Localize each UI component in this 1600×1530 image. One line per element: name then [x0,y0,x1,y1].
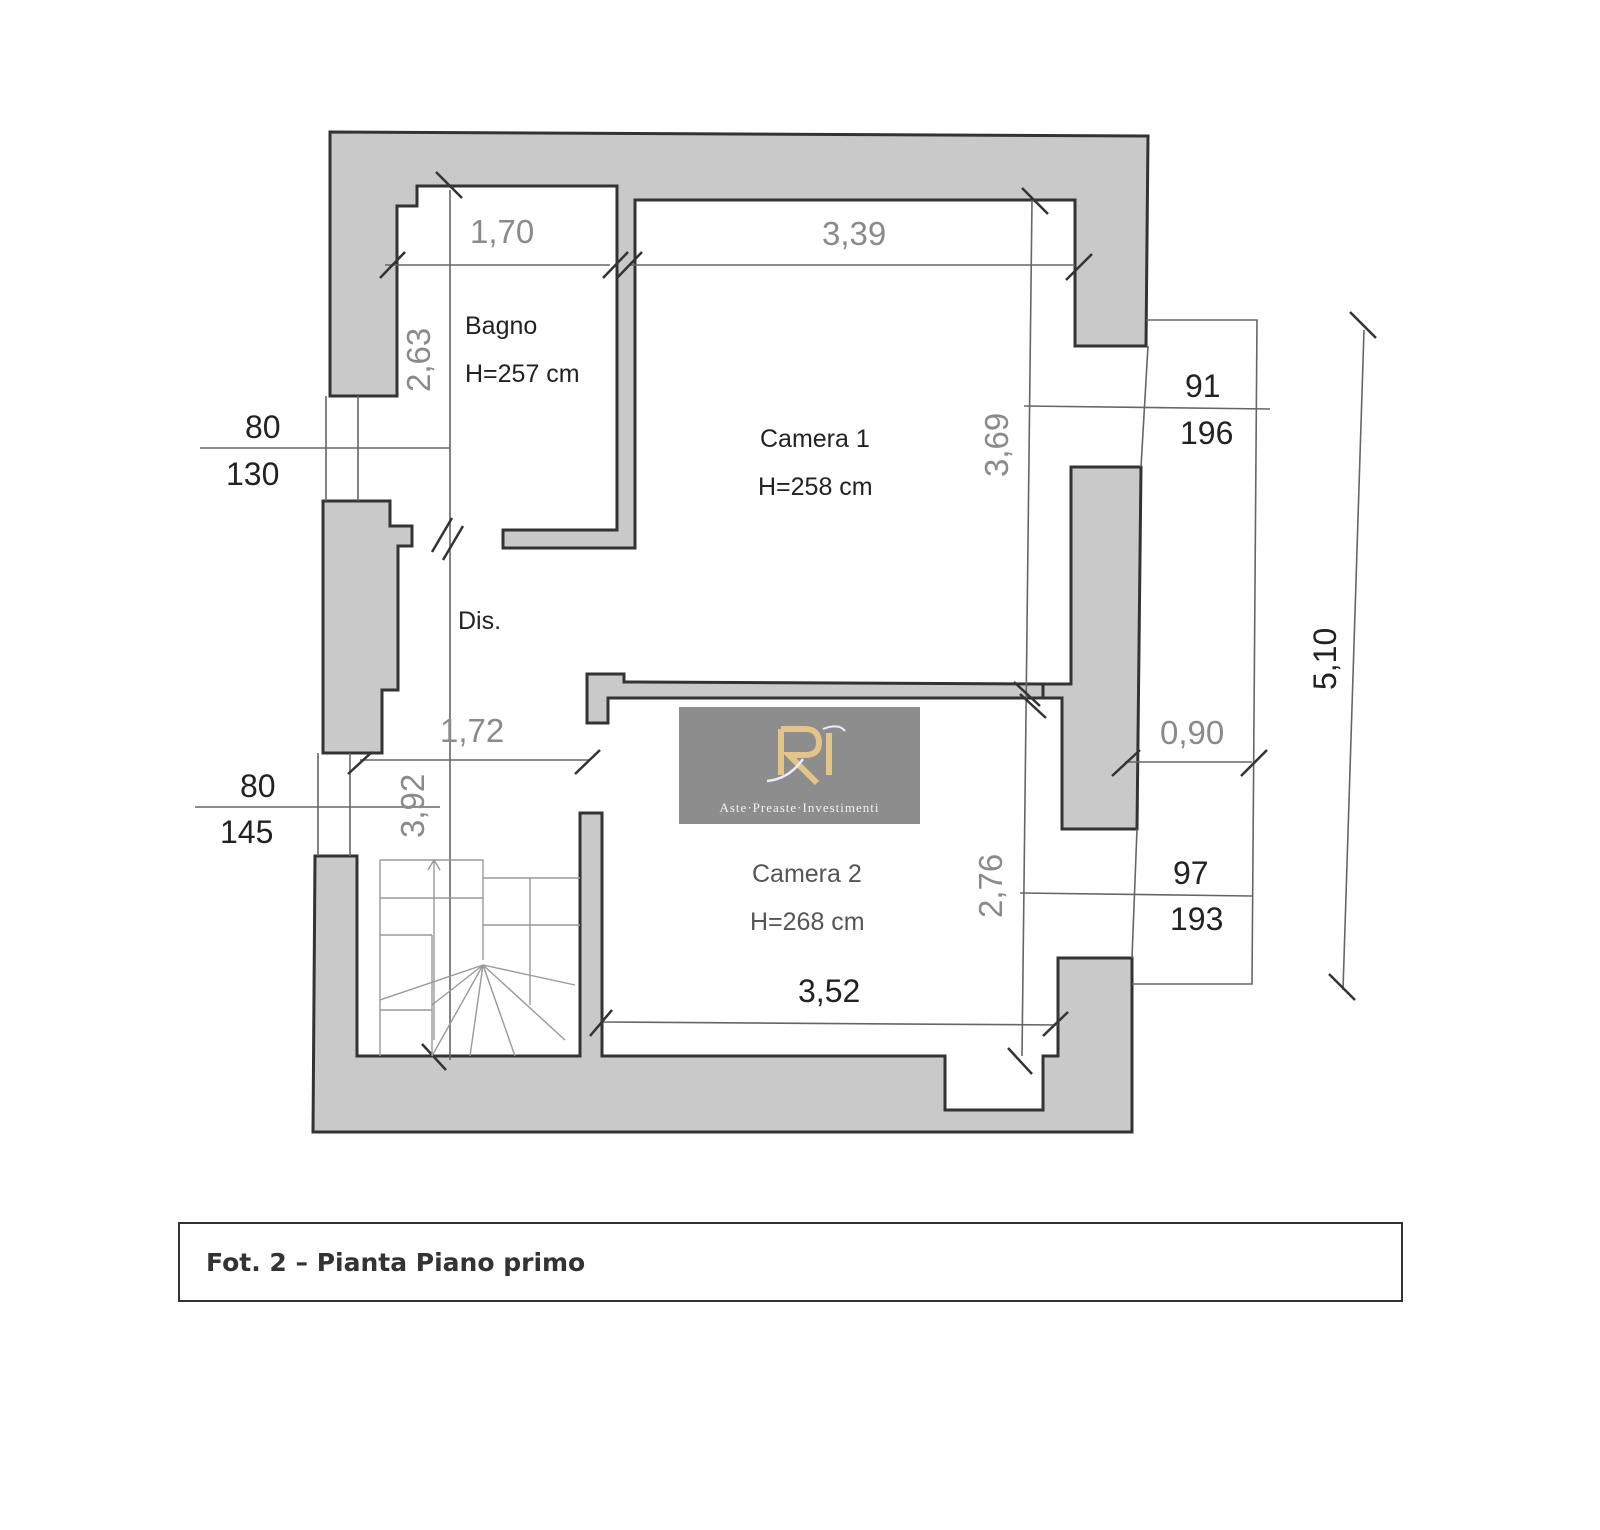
bagno-depth-label: 2,63 [400,328,437,392]
balcony-width-label: 0,90 [1160,714,1224,751]
window-left-top-height: 130 [226,456,279,492]
camera1-width-label: 3,39 [822,215,886,252]
watermark-text: Aste·Preaste·Investimenti [719,800,880,815]
dis-depth-label: 3,92 [394,774,431,838]
camera1-depth-label: 3,69 [978,413,1015,477]
window-right-bottom-height: 193 [1170,901,1223,937]
camera2-label: Camera 2 [752,860,862,888]
window-outlines [317,319,1258,985]
dis-width-label: 1,72 [440,712,504,749]
dimension-lines [195,190,1365,1060]
window-left-bottom-width: 80 [240,768,276,804]
walls [311,130,1150,1134]
bagno-width-label: 1,70 [470,213,534,250]
caption-text: Fot. 2 – Pianta Piano primo [206,1247,586,1277]
dimension-ticks [347,171,1377,1075]
bagno-height: H=257 cm [465,360,580,388]
measurement-labels: 1,70 3,39 2,63 3,69 1,72 3,92 2,76 3,52 … [394,213,1343,1009]
wall-partition [585,672,1045,725]
window-labels: 80 130 80 145 91 196 97 193 [220,368,1233,937]
camera2-height: H=268 cm [750,908,865,936]
window-left-bottom-height: 145 [220,814,273,850]
dis-label: Dis. [458,607,501,635]
wall-right-mid [1041,465,1143,831]
wall-left-mid [321,499,414,755]
camera1-label: Camera 1 [760,425,870,453]
camera2-width-label: 3,52 [798,973,860,1009]
camera2-depth-label: 2,76 [972,854,1009,918]
room-labels: Bagno H=257 cm Camera 1 H=258 cm Dis. Ca… [458,312,873,936]
bagno-label: Bagno [465,312,537,340]
window-left-top-width: 80 [245,409,281,445]
window-right-top-height: 196 [1180,415,1233,451]
figure-caption: Fot. 2 – Pianta Piano primo [178,1222,1403,1302]
camera1-height: H=258 cm [758,473,873,501]
wall-bottom [311,811,1134,1134]
wall-top [328,130,1150,550]
window-right-top-width: 91 [1185,368,1221,404]
logo-monogram-icon [766,725,846,786]
watermark-logo: Aste·Preaste·Investimenti [679,707,920,824]
window-right-bottom-width: 97 [1173,855,1209,891]
stairs [379,858,580,1057]
overall-right-label: 5,10 [1307,628,1343,690]
